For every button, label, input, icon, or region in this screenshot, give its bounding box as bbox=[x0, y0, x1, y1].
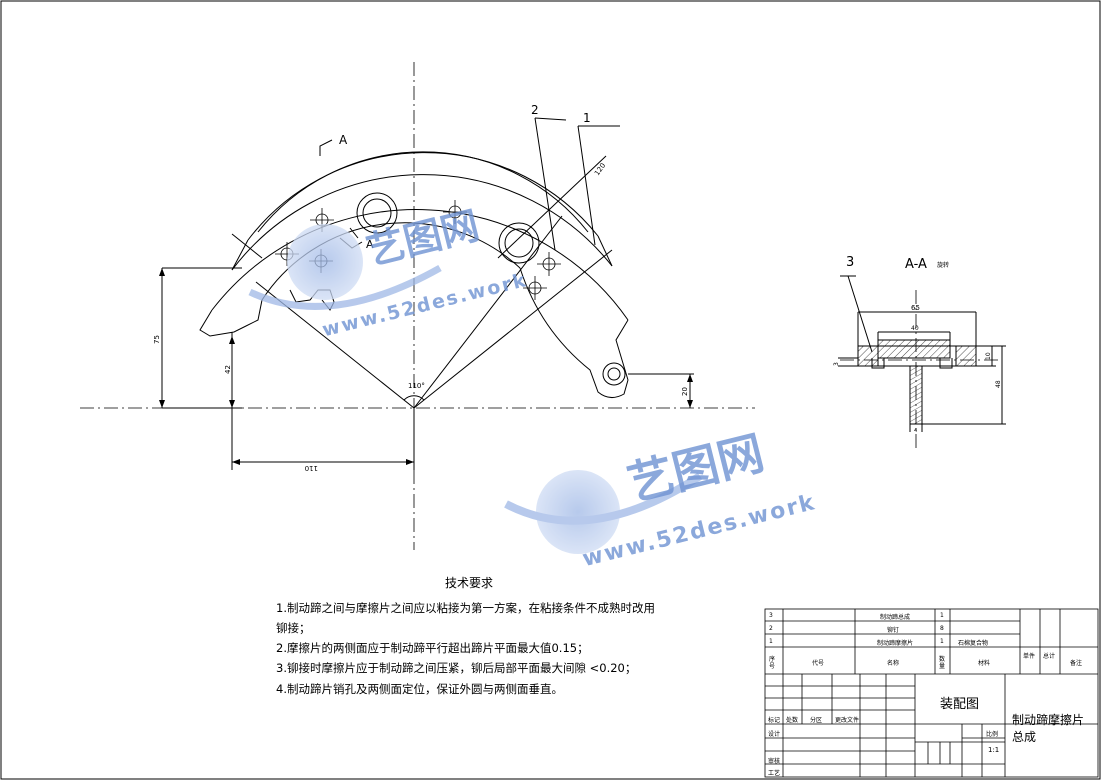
part-label-1: 1 bbox=[583, 111, 591, 125]
tech-note-line-2: 铆接； bbox=[276, 621, 311, 635]
tech-note-line-3: 2.摩擦片的两侧面应于制动蹄平行超出蹄片平面最大值0.15； bbox=[276, 641, 589, 655]
part-label-3: 3 bbox=[846, 255, 854, 270]
header-seq: 序号 bbox=[769, 656, 776, 670]
section-aa-view bbox=[838, 275, 1006, 432]
label-zone: 分区 bbox=[810, 717, 823, 724]
bom-row-1-material: 石棉复合物 bbox=[958, 640, 989, 647]
title-block-grid bbox=[764, 608, 1099, 778]
label-check: 审核 bbox=[768, 758, 781, 765]
section-mark-a-top: A bbox=[339, 133, 348, 147]
dim-48: 48 bbox=[995, 380, 1002, 388]
watermark-logo-center bbox=[504, 470, 703, 554]
section-view-label: A-A bbox=[905, 257, 927, 272]
tech-note-line-4: 3.铆接时摩擦片应于制动蹄之间压紧，铆后局部平面最大间隙 <0.20； bbox=[276, 661, 637, 675]
dim-r120: 120 bbox=[593, 162, 607, 178]
dim-10: 10 bbox=[985, 352, 992, 360]
drawing-name-line-2: 总成 bbox=[1012, 730, 1037, 744]
tech-note-line-5: 4.制动蹄片销孔及两侧面定位，保证外圆与两侧面垂直。 bbox=[276, 682, 563, 696]
bom-row-2-qty: 8 bbox=[940, 625, 944, 632]
label-process: 工艺 bbox=[768, 770, 781, 777]
dim-75: 75 bbox=[153, 335, 161, 344]
label-scale: 比例 bbox=[986, 731, 999, 738]
bom-row-2-no: 2 bbox=[769, 625, 773, 632]
header-material: 材料 bbox=[978, 660, 991, 667]
dim-3: 3 bbox=[833, 362, 840, 366]
dim-4: 4 bbox=[914, 428, 917, 434]
tech-note-line-1: 1.制动蹄之间与摩擦片之间应以粘接为第一方案，在粘接条件不成熟时改用 bbox=[276, 601, 655, 615]
label-mark: 标记 bbox=[768, 717, 781, 724]
dim-angle: 110° bbox=[408, 382, 425, 390]
header-unit: 单件 bbox=[1023, 653, 1036, 660]
dim-20: 20 bbox=[681, 387, 689, 396]
scale-value: 1:1 bbox=[988, 746, 1000, 754]
label-design: 设计 bbox=[768, 731, 781, 738]
bom-row-3-qty: 1 bbox=[940, 612, 944, 619]
header-qty: 数量 bbox=[939, 656, 946, 670]
center-lines bbox=[80, 62, 1000, 550]
assembly-label: 装配图 bbox=[940, 697, 980, 712]
bom-row-1-qty: 1 bbox=[940, 638, 944, 645]
part-label-2: 2 bbox=[531, 103, 539, 117]
header-total: 总计 bbox=[1043, 653, 1056, 660]
dim-110: 110 bbox=[305, 464, 318, 472]
dim-40: 40 bbox=[911, 325, 919, 332]
section-view-note: 旋转 bbox=[937, 261, 949, 269]
label-change-doc: 更改文件 bbox=[835, 717, 860, 724]
dim-42: 42 bbox=[224, 365, 232, 374]
bom-row-3-no: 3 bbox=[769, 612, 773, 619]
bom-row-1-no: 1 bbox=[769, 638, 773, 645]
watermark-logo-top bbox=[248, 224, 442, 310]
header-name: 名称 bbox=[887, 660, 900, 667]
label-count: 处数 bbox=[786, 717, 799, 724]
bom-row-3-name: 制动蹄总成 bbox=[880, 614, 911, 621]
bom-row-1-name: 制动蹄摩擦片 bbox=[877, 640, 914, 647]
drawing-labels: 2 1 3 A A A-A 旋转 bbox=[339, 103, 949, 272]
header-remark: 备注 bbox=[1070, 660, 1083, 667]
header-code: 代号 bbox=[812, 660, 825, 667]
section-mark-a-mid: A bbox=[366, 238, 374, 251]
drawing-name-line-1: 制动蹄摩擦片 bbox=[1012, 713, 1085, 727]
technical-requirements-title: 技术要求 bbox=[445, 576, 494, 590]
bom-row-2-name: 铆钉 bbox=[887, 627, 900, 634]
dim-65: 65 bbox=[911, 304, 920, 312]
